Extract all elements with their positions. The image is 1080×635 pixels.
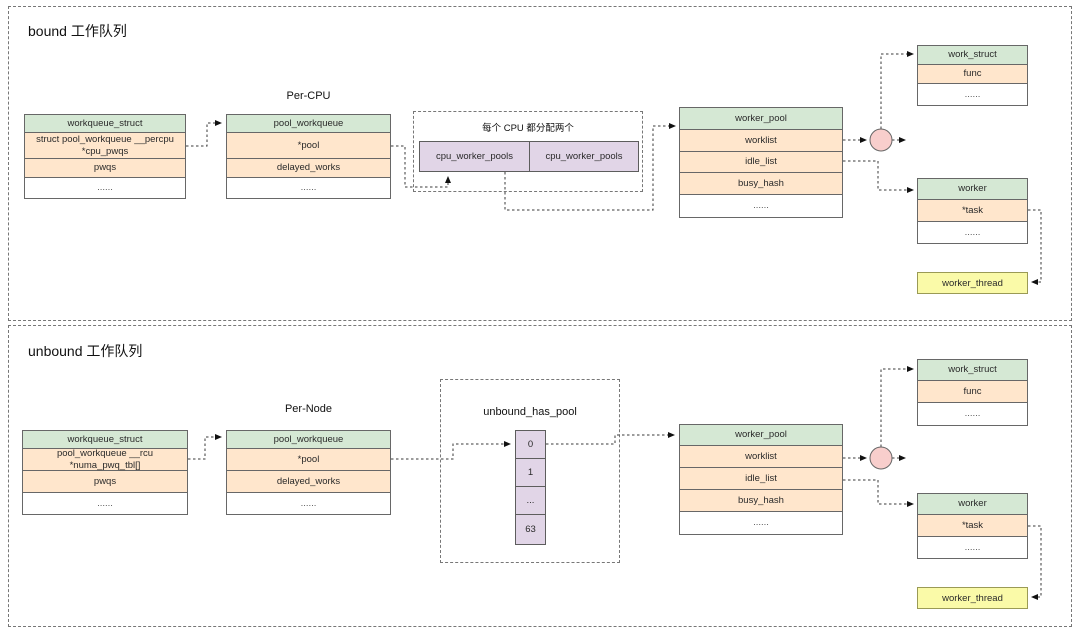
struct-header: pool_workqueue xyxy=(227,115,390,133)
struct-ellipsis: ...... xyxy=(918,84,1027,105)
struct-header: worker xyxy=(918,494,1027,515)
unbound-section-title: unbound 工作队列 xyxy=(28,343,143,359)
struct-field: *task xyxy=(918,515,1027,537)
struct-field: delayed_works xyxy=(227,159,390,178)
cpu-worker-pools-right: cpu_worker_pools xyxy=(529,141,639,172)
struct-header: worker_pool xyxy=(680,425,842,446)
unbound-section-frame xyxy=(8,325,1072,627)
bound-section-frame xyxy=(8,6,1072,321)
struct-field: *pool xyxy=(227,133,390,159)
unbound-hash-cells: 0 1 ... 63 xyxy=(515,430,546,545)
per-node-label: Per-Node xyxy=(284,403,333,415)
field-line1: struct pool_workqueue __percpu xyxy=(36,134,174,146)
struct-ellipsis: ...... xyxy=(918,537,1027,558)
bound-workqueue-struct-box: workqueue_struct struct pool_workqueue _… xyxy=(24,114,186,199)
unbound-work-struct-box: work_struct func ...... xyxy=(917,359,1028,426)
bound-work-struct-box: work_struct func ...... xyxy=(917,45,1028,106)
struct-field: busy_hash xyxy=(680,490,842,512)
unbound-worker-box: worker *task ...... xyxy=(917,493,1028,559)
struct-field: worklist xyxy=(680,446,842,468)
struct-field: pwqs xyxy=(23,471,187,493)
unbound-workqueue-struct-box: workqueue_struct pool_workqueue __rcu *n… xyxy=(22,430,188,515)
unbound-has-pool-container xyxy=(440,379,620,563)
struct-field: worklist xyxy=(680,130,842,152)
struct-ellipsis: ...... xyxy=(680,195,842,217)
struct-header: pool_workqueue xyxy=(227,431,390,449)
struct-ellipsis: ...... xyxy=(25,178,185,198)
struct-ellipsis: ...... xyxy=(227,493,390,514)
struct-header: work_struct xyxy=(918,46,1027,65)
struct-field: delayed_works xyxy=(227,471,390,493)
struct-field: pwqs xyxy=(25,159,185,178)
struct-field: func xyxy=(918,65,1027,84)
struct-field: *pool xyxy=(227,449,390,471)
struct-header: workqueue_struct xyxy=(23,431,187,449)
struct-ellipsis: ...... xyxy=(918,403,1027,425)
bound-pool-workqueue-box: pool_workqueue *pool delayed_works .....… xyxy=(226,114,391,199)
per-cpu-label: Per-CPU xyxy=(286,90,331,102)
struct-header: work_struct xyxy=(918,360,1027,381)
struct-header: worker xyxy=(918,179,1027,200)
bound-section-title: bound 工作队列 xyxy=(28,23,127,39)
struct-header: workqueue_struct xyxy=(25,115,185,133)
field-line2: *cpu_pwqs xyxy=(81,145,129,157)
struct-field: busy_hash xyxy=(680,173,842,195)
bound-worker-pool-box: worker_pool worklist idle_list busy_hash… xyxy=(679,107,843,218)
hash-cell: 63 xyxy=(516,515,545,544)
unbound-worker-pool-box: worker_pool worklist idle_list busy_hash… xyxy=(679,424,843,535)
struct-ellipsis: ...... xyxy=(227,178,390,198)
unbound-pool-workqueue-box: pool_workqueue *pool delayed_works .....… xyxy=(226,430,391,515)
cpu-pools-note: 每个 CPU 都分配两个 xyxy=(482,123,574,134)
hash-cell: 0 xyxy=(516,431,545,459)
struct-field: idle_list xyxy=(680,152,842,173)
hash-cell: ... xyxy=(516,487,545,515)
struct-field: idle_list xyxy=(680,468,842,490)
unbound-worker-thread-box: worker_thread xyxy=(917,587,1028,609)
bound-worker-thread-box: worker_thread xyxy=(917,272,1028,294)
struct-ellipsis: ...... xyxy=(918,222,1027,243)
struct-field: struct pool_workqueue __percpu *cpu_pwqs xyxy=(25,133,185,159)
struct-ellipsis: ...... xyxy=(23,493,187,514)
struct-field: pool_workqueue __rcu *numa_pwq_tbl[] xyxy=(23,448,187,471)
struct-ellipsis: ...... xyxy=(680,512,842,534)
hash-cell: 1 xyxy=(516,459,545,487)
cpu-worker-pools-left: cpu_worker_pools xyxy=(419,141,530,172)
unbound-has-pool-label: unbound_has_pool xyxy=(483,406,577,418)
struct-field: func xyxy=(918,381,1027,403)
struct-field: *task xyxy=(918,200,1027,222)
bound-worker-box: worker *task ...... xyxy=(917,178,1028,244)
struct-header: worker_pool xyxy=(680,108,842,130)
